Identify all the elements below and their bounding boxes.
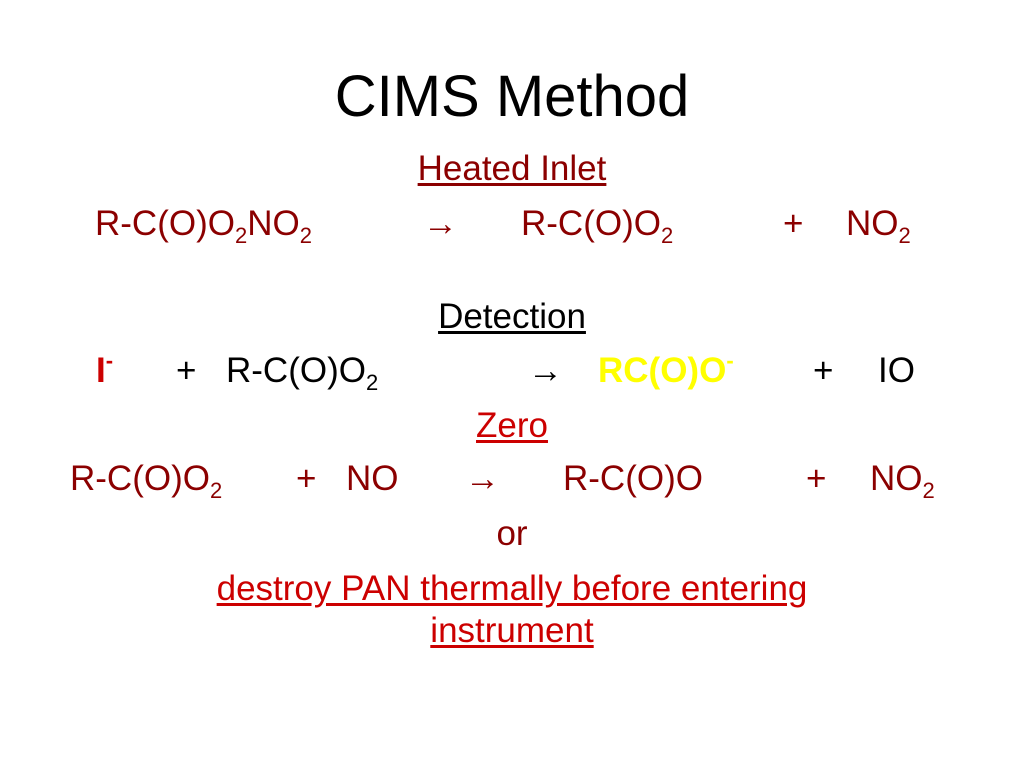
- zero-plus-1: +: [296, 459, 317, 498]
- zero-alternative-line-1: destroy PAN thermally before entering: [216, 569, 808, 608]
- heated-inlet-arrow: →: [423, 204, 458, 243]
- slide-title: CIMS Method: [334, 64, 690, 129]
- zero-product-1: R-C(O)O: [563, 459, 703, 498]
- detection-product-ion: RC(O)O-: [598, 348, 734, 390]
- heated-inlet-plus: +: [783, 204, 804, 243]
- detection-equation: I- + R-C(O)O2 → RC(O)O- + IO: [0, 348, 1024, 400]
- zero-reactant-2: NO: [346, 459, 399, 498]
- detection-heading: Detection: [438, 297, 586, 336]
- zero-product-2: NO2: [870, 459, 935, 503]
- zero-heading: Zero: [476, 406, 548, 445]
- zero-plus-2: +: [806, 459, 827, 498]
- heated-inlet-reactant: R-C(O)O2NO2: [95, 204, 312, 248]
- detection-iodide-ion: I-: [96, 348, 114, 390]
- heated-inlet-heading: Heated Inlet: [417, 149, 607, 188]
- detection-reactant: R-C(O)O2: [226, 351, 379, 395]
- heated-inlet-equation: R-C(O)O2NO2 → R-C(O)O2 + NO2: [0, 203, 1024, 253]
- detection-plus-2: +: [813, 351, 834, 390]
- detection-byproduct: IO: [878, 351, 915, 390]
- zero-equation: R-C(O)O2 + NO → R-C(O)O + NO2: [0, 458, 1024, 508]
- zero-arrow: →: [465, 459, 500, 498]
- heated-inlet-product-2: NO2: [846, 204, 911, 248]
- zero-or-text: or: [496, 514, 528, 553]
- detection-plus-1: +: [176, 351, 197, 390]
- heated-inlet-product-1: R-C(O)O2: [521, 204, 674, 248]
- zero-alternative-line-2: instrument: [430, 611, 594, 650]
- zero-reactant-1: R-C(O)O2: [70, 459, 223, 503]
- detection-arrow: →: [528, 351, 563, 390]
